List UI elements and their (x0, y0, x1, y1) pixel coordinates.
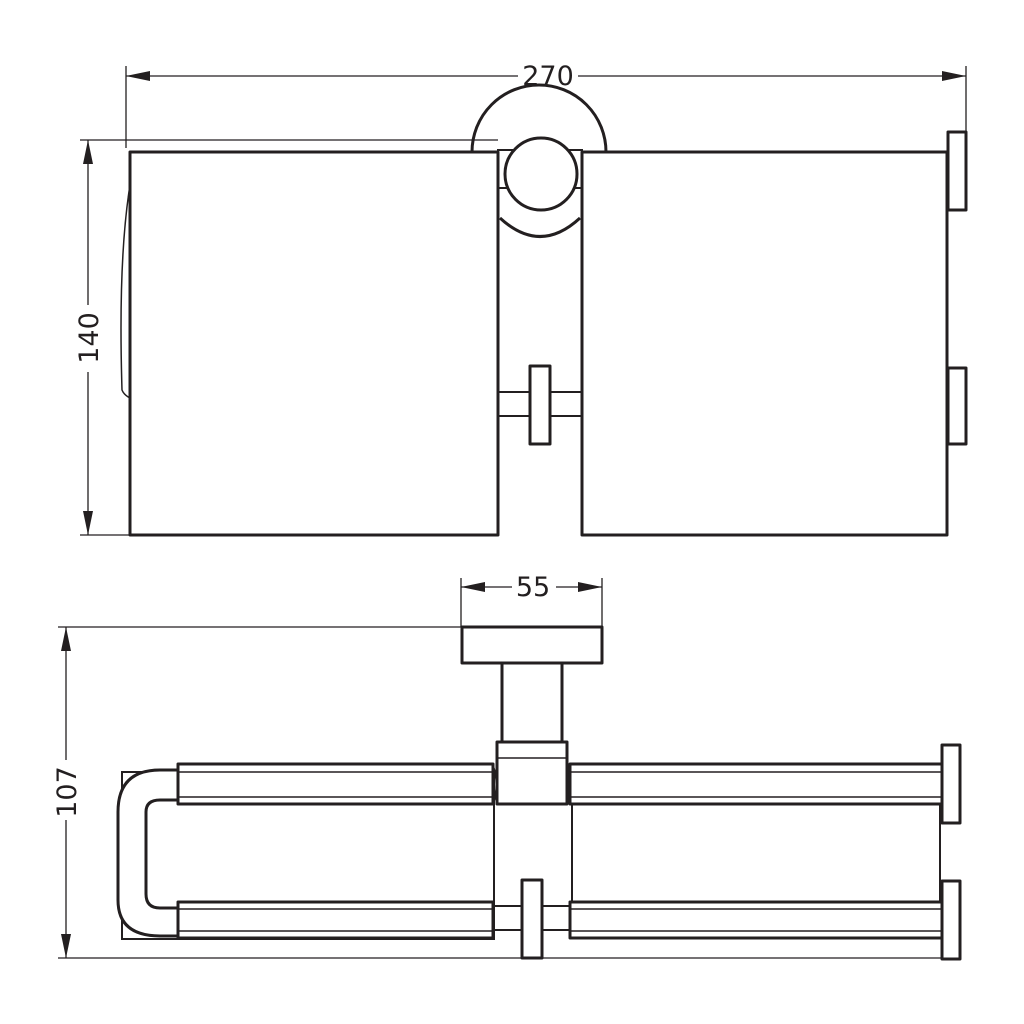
center-connector (495, 740, 569, 806)
center-hub (503, 136, 579, 212)
base-width-label: 55 (516, 572, 550, 603)
left-u-bar (116, 768, 180, 938)
right-roll-cover (580, 150, 949, 537)
left-upper-rail (176, 762, 495, 806)
left-lower-rail (176, 900, 495, 940)
total-width-label: 270 (522, 61, 574, 92)
dimension-top-depth: 107 (52, 626, 942, 959)
rosette-lower-ring (498, 216, 582, 238)
center-axle-cap (528, 364, 552, 446)
wall-rosette (470, 83, 608, 153)
right-top-end-cap (940, 743, 962, 825)
right-lower-rail (568, 900, 944, 940)
wall-base-plate (460, 625, 604, 665)
dimension-base-width: 55 (460, 572, 603, 627)
dimension-front-height: 140 (74, 139, 498, 536)
mount-stem (500, 661, 564, 745)
top-view (116, 625, 962, 961)
left-roll-edge (120, 184, 131, 399)
right-upper-end-cap (946, 130, 968, 212)
right-lower-end-cap (946, 366, 968, 446)
right-upper-rail (568, 762, 944, 806)
top-depth-label: 107 (52, 766, 83, 818)
lower-center-cap (520, 878, 544, 960)
right-bottom-end-cap (940, 879, 962, 961)
left-roll-cover (128, 150, 500, 537)
dimension-total-width: 270 (125, 61, 967, 148)
front-height-label: 140 (74, 312, 105, 364)
front-view (120, 83, 968, 537)
